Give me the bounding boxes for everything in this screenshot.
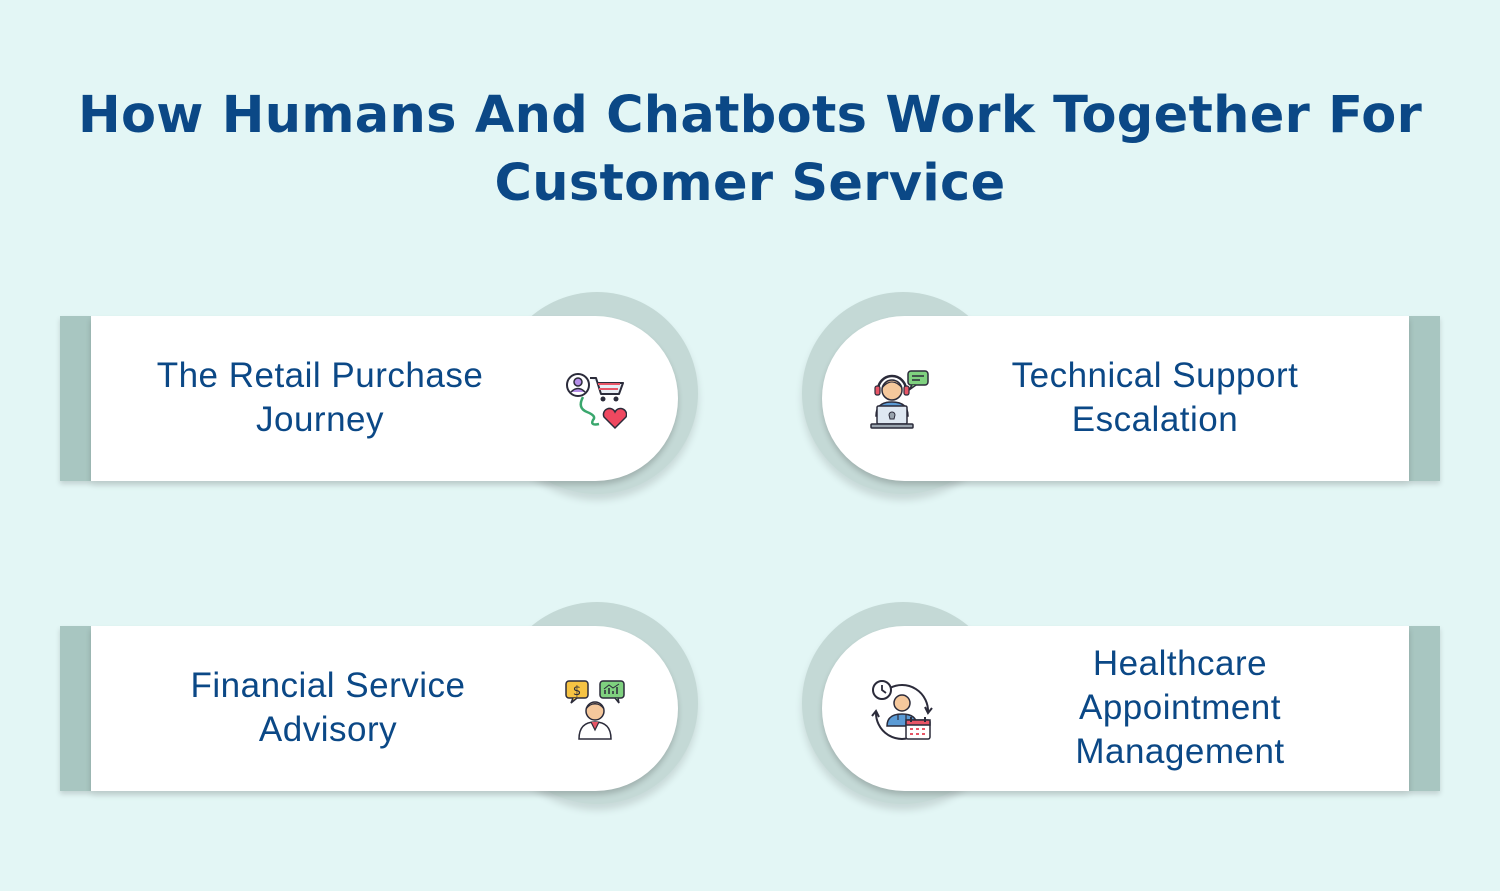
title-line-2: Customer Service [494,154,1006,213]
card-panel [91,626,678,791]
card-panel [91,316,678,481]
card-panel [822,626,1409,791]
shopping-cart-heart-icon [566,373,627,430]
card-label: Technical Support Escalation [1011,356,1299,439]
card-retail-purchase-journey: The Retail Purchase Journey [60,292,700,514]
card-technical-support-escalation: Technical Support Escalation [800,292,1440,514]
doctor-calendar-clock-icon [871,680,933,740]
card-panel [822,316,1409,481]
card-side-bar [1409,626,1440,791]
page-title: How Humans And Chatbots Work Together Fo… [0,82,1500,218]
financial-advisor-icon: $ [565,680,625,740]
svg-text:$: $ [573,684,581,699]
card-label: Financial Service Advisory [190,666,466,749]
card-side-bar [60,626,91,791]
card-side-bar [60,316,91,481]
card-financial-service-advisory: Financial Service Advisory $ [60,602,700,824]
card-healthcare-appointment-management: Healthcare Appointment Management [800,602,1440,824]
title-line-1: How Humans And Chatbots Work Together Fo… [77,86,1423,145]
card-side-bar [1409,316,1440,481]
support-agent-headset-icon [870,370,929,429]
card-label: The Retail Purchase Journey [156,356,484,439]
card-label: Healthcare Appointment Management [1075,644,1285,771]
